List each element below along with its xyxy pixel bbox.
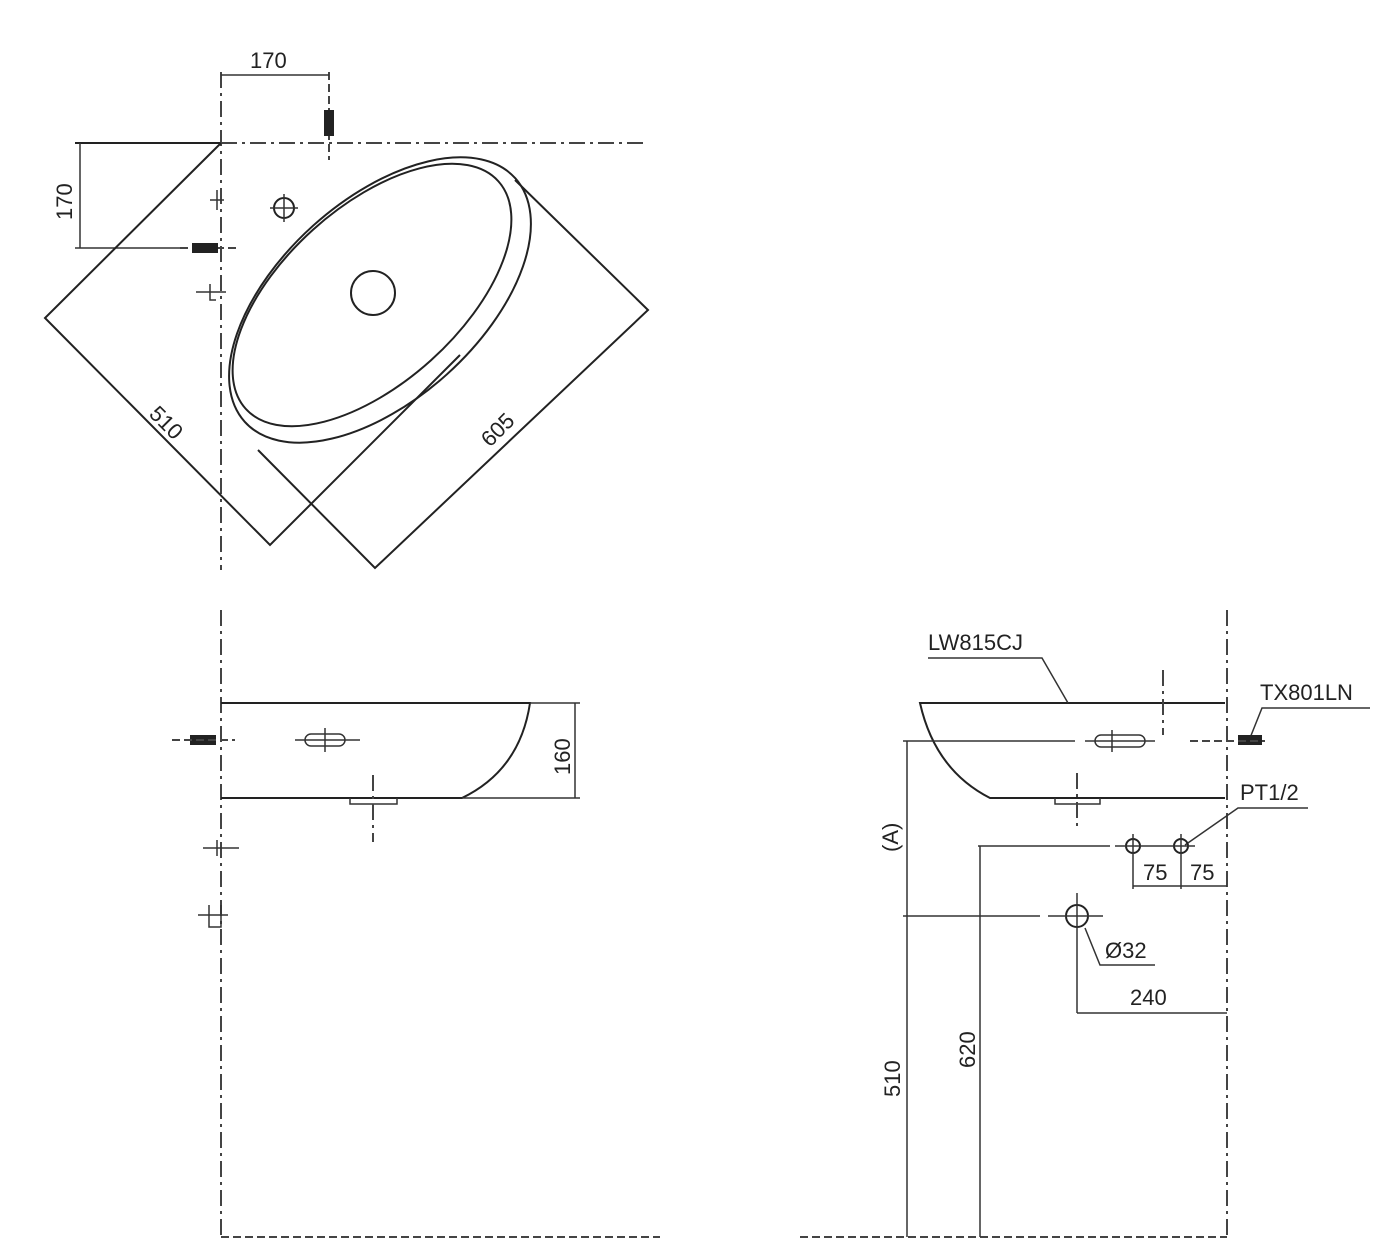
label-supply-thread: PT1/2 xyxy=(1240,780,1299,805)
dim-label-75-b: 75 xyxy=(1190,860,1214,885)
dim-label-605: 605 xyxy=(476,408,520,452)
bracket-icon xyxy=(196,190,226,301)
tap-hole-cross xyxy=(270,194,298,222)
leader-line xyxy=(1084,927,1155,966)
dim-label-170-x: 170 xyxy=(250,48,287,73)
basin-profile xyxy=(918,702,1225,799)
dim-label-240: 240 xyxy=(1130,985,1167,1010)
label-drain-diameter: Ø32 xyxy=(1105,938,1147,963)
bracket-cross xyxy=(1085,730,1155,752)
leader-line xyxy=(928,657,1069,704)
front-view: 160 xyxy=(172,610,660,1240)
outline-510 xyxy=(43,142,461,547)
leader-line xyxy=(1249,707,1370,739)
dim-label-170-y: 170 xyxy=(52,183,77,220)
supply-cross xyxy=(1115,834,1195,889)
faucet-icon xyxy=(324,110,334,136)
drain-cross xyxy=(1048,893,1103,1013)
plan-view: 170 170 510 605 xyxy=(43,48,650,570)
bracket-icon xyxy=(198,905,228,928)
drain-icon xyxy=(350,270,396,316)
dim-label-620: 620 xyxy=(955,1031,980,1068)
label-basin-model: LW815CJ xyxy=(928,630,1023,655)
supply-mark xyxy=(203,840,239,856)
basin-rim xyxy=(228,156,532,444)
dim-label-510: 510 xyxy=(144,401,188,445)
dim-label-160: 160 xyxy=(550,738,575,775)
side-view: LW815CJ TX801LN PT1/2 75 75 Ø32 240 (A) … xyxy=(800,610,1370,1240)
leader-line xyxy=(1184,807,1308,846)
dim-label-510: 510 xyxy=(880,1060,905,1097)
label-faucet-model: TX801LN xyxy=(1260,680,1353,705)
bracket-cross xyxy=(295,728,360,752)
basin-profile xyxy=(221,702,532,799)
basin-bowl xyxy=(231,162,513,428)
supply-valve-icon xyxy=(192,243,218,253)
dim-label-a: (A) xyxy=(878,823,903,852)
dim-label-75-a: 75 xyxy=(1143,860,1167,885)
outline-605 xyxy=(257,179,650,570)
